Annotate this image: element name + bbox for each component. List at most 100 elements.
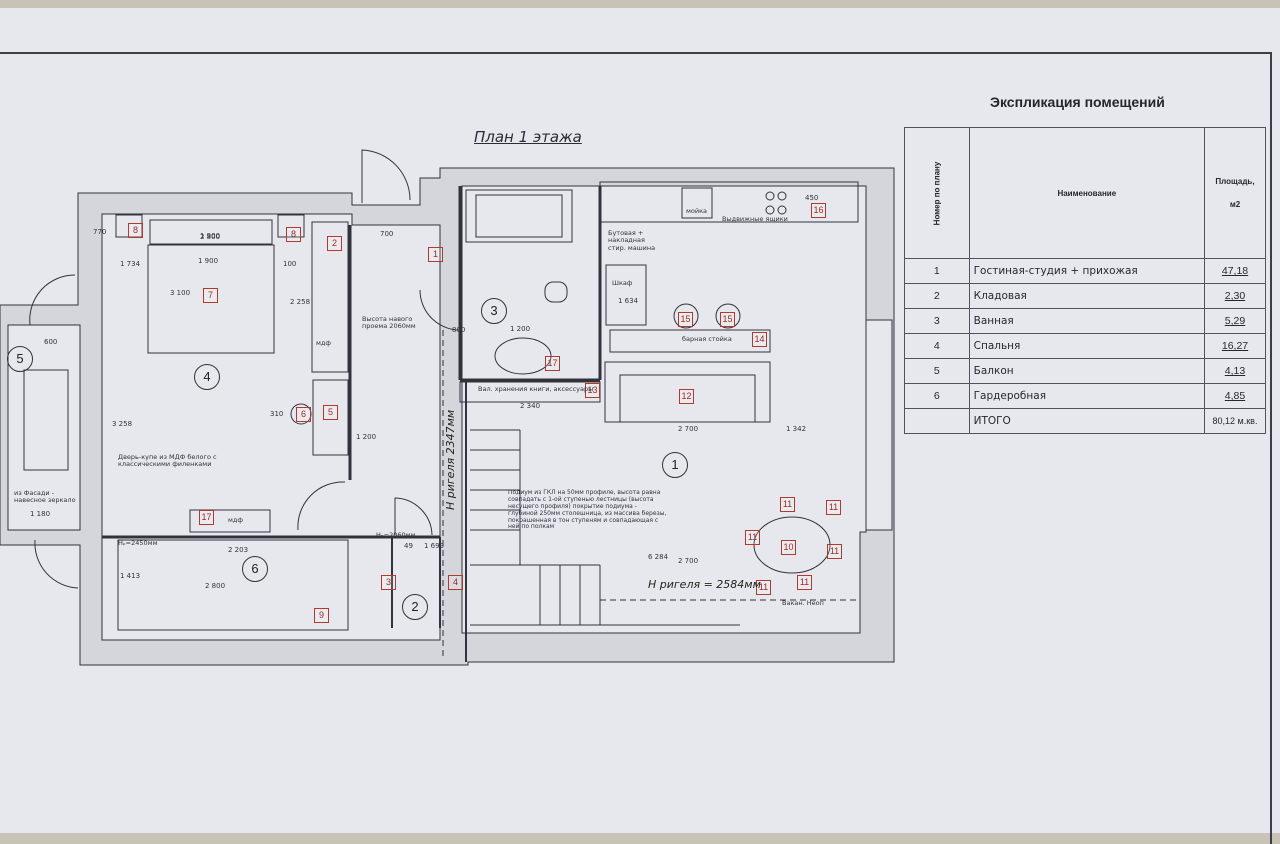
tag-1: 1 [428, 247, 443, 262]
note-mdf-2: мдф [316, 339, 331, 347]
dining-table [753, 516, 831, 574]
dim-2800-top: 2 800 [200, 233, 221, 241]
dim-600-balcony: 600 [44, 338, 58, 346]
room-number-3: 3 [481, 298, 507, 324]
bar-stool-1 [673, 303, 699, 329]
hob-1 [765, 191, 775, 201]
note-shelves: Выдвижные ящики [722, 215, 788, 223]
tag-3: 3 [381, 575, 396, 590]
dim-49: 1 699 [424, 542, 445, 550]
table-row: 3 Ванная 5,29 [904, 308, 1266, 334]
header-name: Наименование [968, 127, 1206, 259]
tag-6: 6 [296, 407, 311, 422]
room-number-6: 6 [242, 556, 268, 582]
balcony-lounger [23, 369, 69, 471]
dim-1734: 1 734 [120, 260, 141, 268]
tag-11d: 11 [827, 544, 842, 559]
tag-8: 8 [128, 223, 143, 238]
plan-title: План 1 этажа [474, 128, 582, 146]
explication-header-row: Номер по плану Наименование Площадь, м2 [904, 127, 1266, 259]
tag-2: 2 [327, 236, 342, 251]
dim-770: 1 634 [618, 297, 639, 305]
tag-10: 10 [781, 540, 796, 555]
hob-3 [765, 205, 775, 215]
dim-6284: 6 284 [648, 553, 669, 561]
tag-17: 17 [545, 356, 560, 371]
dim-1342: 1 342 [786, 425, 807, 433]
note-wardrobe-door: Дверь-купе из МДФ белого с классическими… [118, 453, 217, 469]
tag-11: 11 [826, 500, 841, 515]
dim-2700: 2 700 [678, 425, 699, 433]
room-number-4: 4 [194, 364, 220, 390]
storage-shelf [459, 381, 601, 403]
dim-600-kitchen: 450 [805, 194, 819, 202]
dim-450: 100 [283, 260, 297, 268]
tag-16: 16 [811, 203, 826, 218]
bar-counter [609, 329, 771, 353]
table-row: 2 Кладовая 2,30 [904, 283, 1266, 309]
dim-2800: 2 800 [205, 582, 226, 590]
hob-2 [777, 191, 787, 201]
chair-bedroom [290, 403, 312, 425]
note-mdf: мдф [228, 516, 243, 524]
wardrobe-bottom [117, 539, 349, 631]
note-washer: Бутовая + накладная стир. машина [608, 229, 656, 252]
bed-pillows [149, 219, 273, 245]
note-door-height: Высота навого проема 2060мм [362, 315, 416, 331]
balcony-door-arc [29, 274, 76, 326]
note-gkl-podium: Подиум из ГКЛ на 50мм профиле, высота ра… [508, 489, 667, 531]
note-window: Вакан. Неоп [782, 599, 824, 607]
dim-1200-b: 310 [270, 410, 284, 418]
tag-13: 13 [585, 383, 600, 398]
inner-area-left [101, 213, 441, 641]
desk [189, 509, 271, 533]
note-storage: Вал. хранения книги, аксессуары [478, 385, 594, 393]
tag-11c: 11 [745, 530, 760, 545]
dim-3100: 3 100 [170, 289, 191, 297]
hob-4 [777, 205, 787, 215]
sofa-seat [619, 374, 756, 423]
door-bedroom [297, 481, 346, 531]
tag-8b: 8 [286, 227, 301, 242]
dim-bed-width: 1 900 [200, 232, 221, 240]
bed [147, 244, 275, 354]
tag-14: 14 [752, 332, 767, 347]
tag-17b: 17 [199, 510, 214, 525]
note-niche: Шкаф [612, 279, 633, 287]
balcony-door-arc2 [34, 539, 79, 589]
room-number-2: 2 [402, 594, 428, 620]
dim-310: 800 [452, 326, 466, 334]
note-beam-1: Н ригеля 2347мм [444, 409, 457, 510]
room-number-1: 1 [662, 452, 688, 478]
bar-stool-2 [715, 303, 741, 329]
tag-7: 7 [203, 288, 218, 303]
door-bath [419, 289, 463, 331]
note-door-h1: Нₚ=2060мм [376, 531, 416, 539]
dim-100: 770 [93, 228, 107, 236]
drawing-frame [0, 52, 1272, 844]
bathtub [465, 189, 573, 243]
table-total-row: ИТОГО 80,12 м.кв. [904, 408, 1266, 434]
dim-2258: 2 258 [290, 298, 311, 306]
tag-11e: 11 [756, 580, 771, 595]
window-right [865, 319, 893, 531]
note-balcony-cabinet: из Фасади - навесное зеркало [14, 489, 76, 505]
tag-15: 15 [678, 312, 693, 327]
staircase [470, 429, 740, 626]
dim-1180: 1 180 [30, 510, 51, 518]
room-number-5: 5 [7, 346, 33, 372]
dim-1200: 1 200 [510, 325, 531, 333]
tv-stand [312, 379, 349, 456]
tag-4: 4 [448, 575, 463, 590]
tag-9: 9 [314, 608, 329, 623]
tag-15b: 15 [720, 312, 735, 327]
dim-2340: 2 340 [520, 402, 541, 410]
dim-bed-inner: 1 900 [198, 257, 219, 265]
note-sink: мойка [686, 207, 708, 215]
note-door-h3: Нₚ=2450мм [118, 539, 158, 547]
tag-11f: 11 [797, 575, 812, 590]
washer [605, 264, 647, 326]
balcony-area [7, 324, 81, 531]
table-row: 5 Балкон 4,13 [904, 358, 1266, 384]
